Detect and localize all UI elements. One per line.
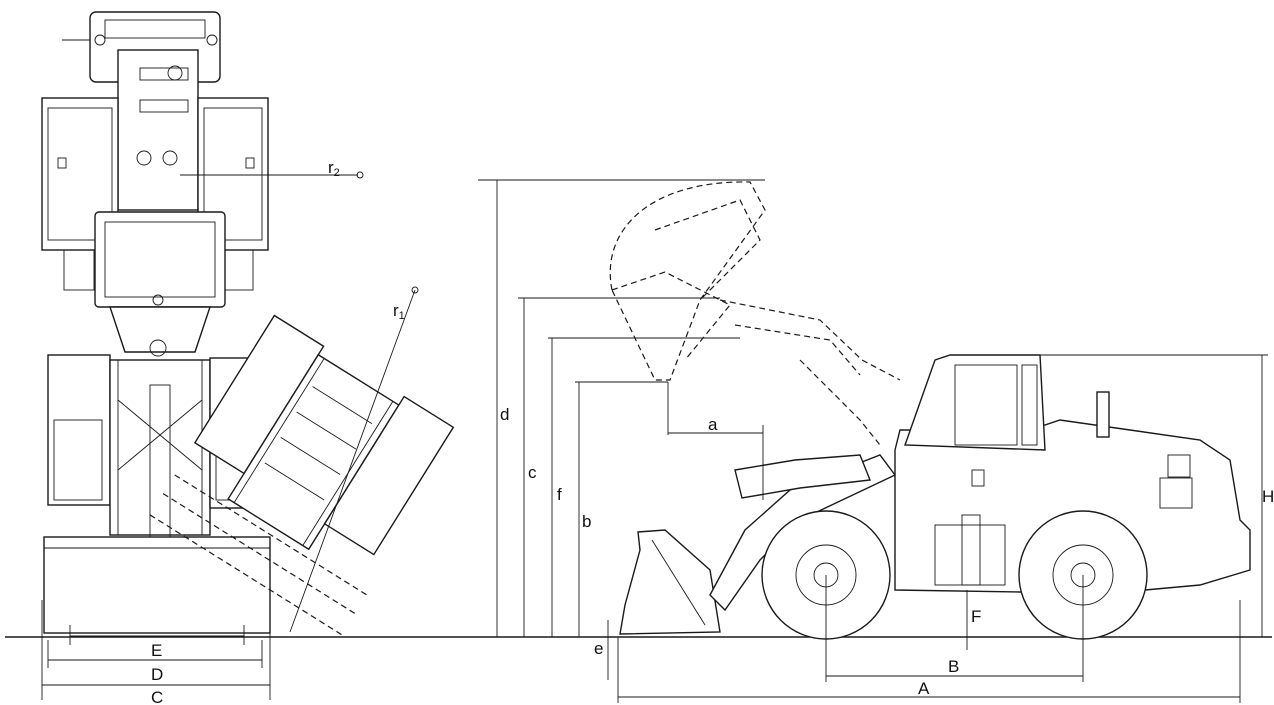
dim-label-B: B (948, 657, 959, 676)
dim-label-d: d (500, 405, 509, 424)
dim-label-b: b (582, 512, 591, 531)
dim-label-f: f (557, 485, 562, 504)
radius-label-r2: r2 (328, 158, 340, 179)
radius-label-r1: r1 (393, 301, 405, 322)
top-view (41, 11, 455, 700)
dim-label-c: c (528, 463, 537, 482)
dim-label-A: A (918, 679, 930, 698)
dim-label-F: F (971, 607, 981, 626)
dim-label-D: D (151, 665, 163, 684)
dim-label-E: E (151, 641, 162, 660)
side-view (478, 179, 1268, 703)
dim-label-a: a (708, 415, 718, 434)
dim-label-e: e (594, 639, 603, 658)
dim-label-C: C (151, 688, 163, 705)
dim-label-H: H (1262, 487, 1274, 506)
